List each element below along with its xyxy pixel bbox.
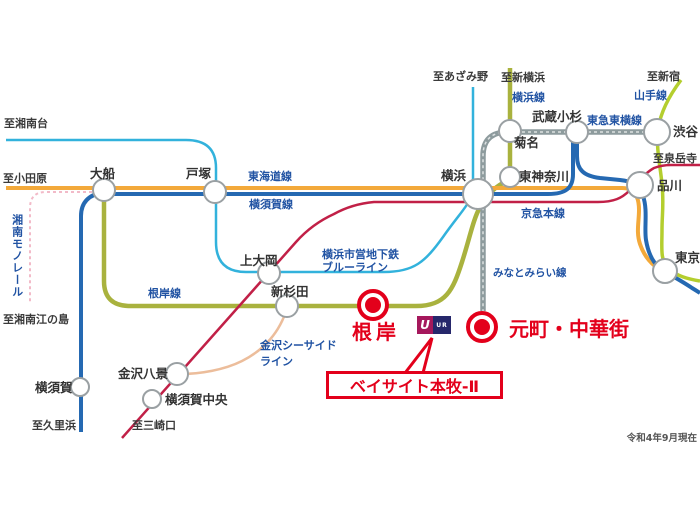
station-label-shibuya: 渋谷 <box>673 124 699 139</box>
line-label-yamanote: 山手線 <box>634 89 667 102</box>
station-marker-kanazawa-hakkei <box>165 362 189 386</box>
station-label-kanazawa-hakkei: 金沢八景 <box>118 366 169 381</box>
station-marker-totsuka <box>203 180 227 204</box>
station-label-ofuna: 大船 <box>90 166 116 181</box>
station-label-motomachi-chukagai: 元町・中華街 <box>509 317 629 341</box>
station-label-negishi: 根岸 <box>352 320 400 344</box>
dest-label-azamino: 至あざみ野 <box>433 70 488 83</box>
dest-label-shinjuku: 至新宿 <box>647 70 680 83</box>
line-label-keikyu: 京急本線 <box>521 207 565 220</box>
station-marker-ofuna <box>92 178 116 202</box>
dest-label-shonandai: 至湘南台 <box>4 117 48 130</box>
toyoko-line-texture <box>482 131 657 311</box>
line-label-seaside-1: 金沢シーサイド <box>260 339 337 352</box>
seaside-line <box>179 307 289 376</box>
station-label-tokyo: 東京 <box>675 250 700 265</box>
yokosuka-line-east <box>575 141 700 295</box>
dest-label-shonan-enoshima: 至湘南江の島 <box>3 313 69 326</box>
station-label-higashi-kanagawa: 東神奈川 <box>519 169 570 184</box>
station-marker-higashi-kanagawa <box>499 166 521 188</box>
station-marker-kamiooka <box>257 261 281 285</box>
station-marker-shibuya <box>643 118 671 146</box>
subway-blue-line <box>6 87 475 274</box>
line-label-negishi: 根岸線 <box>148 287 181 300</box>
line-label-yokohama-line: 横浜線 <box>512 91 545 104</box>
line-label-tokaido: 東海道線 <box>248 170 292 183</box>
ur-logo-u-mark: U <box>417 316 433 334</box>
line-label-subway-2: ブルーライン <box>322 261 388 274</box>
yokosuka-line-main <box>104 141 575 196</box>
dest-label-odawara: 至小田原 <box>3 172 47 185</box>
line-label-yokosuka: 横須賀線 <box>249 198 293 211</box>
ur-logo-text: UR <box>433 316 451 334</box>
station-marker-shinsugita <box>275 294 299 318</box>
station-label-kikuna: 菊名 <box>514 135 540 150</box>
line-label-subway-1: 横浜市営地下鉄 <box>322 248 399 261</box>
station-label-musashi-kosugi: 武蔵小杉 <box>532 109 583 124</box>
dest-label-kurihama: 至久里浜 <box>32 419 76 432</box>
line-label-shonan-monorail: 湘南モノレール <box>10 214 24 298</box>
dest-label-shin-yokohama: 至新横浜 <box>501 71 545 84</box>
highlight-station-negishi <box>357 289 389 321</box>
dest-label-sengakuji: 至泉岳寺 <box>653 152 697 165</box>
property-callout-label: ベイサイト本牧-Ⅱ <box>349 377 480 396</box>
line-label-minatomirai: みなとみらい線 <box>493 267 567 279</box>
station-markers <box>70 118 678 409</box>
yokosuka-line-south <box>79 190 105 432</box>
station-marker-musashi-kosugi <box>565 120 589 144</box>
property-callout: ベイサイト本牧-Ⅱ <box>326 371 503 399</box>
dest-label-misakiguchi: 至三崎口 <box>132 419 176 432</box>
station-label-shinagawa: 品川 <box>657 178 683 193</box>
keikyu-line <box>121 163 700 439</box>
station-marker-shinagawa <box>626 171 654 199</box>
shonan-monorail-line <box>29 191 104 303</box>
highlight-station-motomachi <box>466 311 498 343</box>
line-label-toyoko: 東急東横線 <box>587 114 642 127</box>
callout-pointer <box>401 337 434 375</box>
station-label-totsuka: 戸塚 <box>186 166 212 181</box>
station-marker-yokosuka <box>70 377 90 397</box>
station-label-yokohama: 横浜 <box>441 168 467 183</box>
station-marker-yokohama <box>462 178 494 210</box>
line-label-seaside-2: ライン <box>260 355 293 368</box>
station-marker-tokyo <box>652 258 678 284</box>
station-label-shinsugita: 新杉田 <box>271 284 309 299</box>
station-label-kamiooka: 上大岡 <box>240 253 278 268</box>
ur-logo: U UR <box>417 316 451 334</box>
map-date-note: 令和4年9月現在 <box>626 433 697 444</box>
station-label-yokosuka-chuo: 横須賀中央 <box>165 392 228 407</box>
station-label-yokosuka: 横須賀 <box>35 380 73 395</box>
station-marker-yokosuka-chuo <box>142 389 162 409</box>
station-marker-kikuna <box>498 119 522 143</box>
